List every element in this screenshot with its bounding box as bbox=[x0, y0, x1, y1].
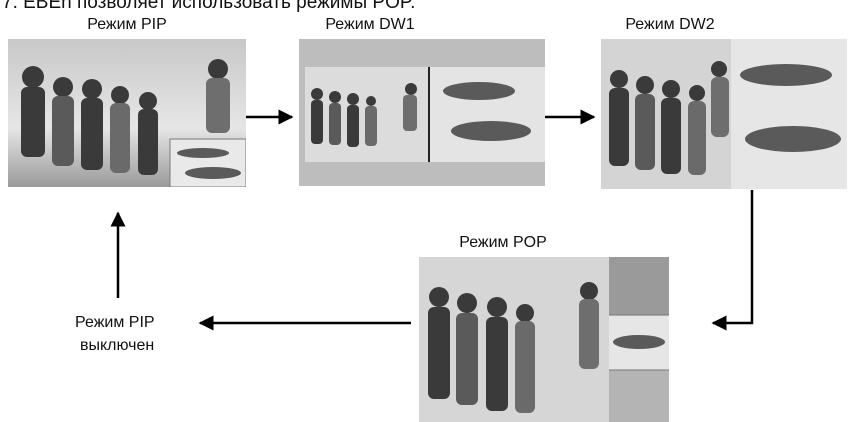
dw1-screen-image bbox=[299, 39, 545, 186]
label-pop-mode: Режим POP bbox=[459, 234, 547, 251]
label-pip-off-line2: выключен bbox=[80, 337, 155, 354]
label-dw2-mode: Режим DW2 bbox=[625, 16, 715, 33]
screen-dw2 bbox=[601, 39, 847, 189]
dw2-screen-image bbox=[601, 39, 847, 189]
pop-screen-image bbox=[419, 257, 669, 422]
label-dw1-mode: Режим DW1 bbox=[325, 16, 415, 33]
screen-dw1 bbox=[299, 39, 545, 186]
screen-pop bbox=[419, 257, 669, 422]
label-pip-mode: Режим PIP bbox=[87, 16, 167, 33]
label-pip-off-line1: Режим PIP bbox=[75, 314, 155, 331]
pip-screen-image bbox=[8, 39, 246, 187]
arrow-dw2-to-pop bbox=[711, 190, 754, 331]
header-fragment: 7. EBEn позволяет использовать режимы PO… bbox=[2, 0, 416, 13]
screen-pip bbox=[8, 39, 246, 187]
children-figures bbox=[21, 59, 230, 175]
